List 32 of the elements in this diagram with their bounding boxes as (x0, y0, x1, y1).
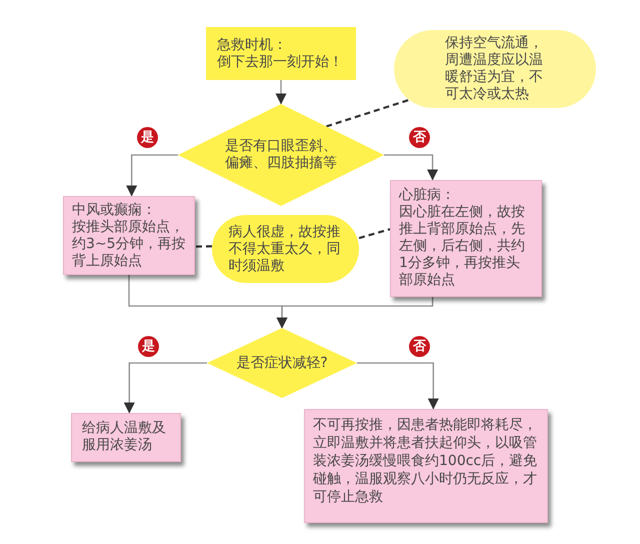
dashed-connector (194, 245, 212, 248)
box-heading: 急救时机： (217, 36, 287, 54)
box-text: 倒下去那一刻开始！ (217, 54, 343, 70)
note-text: 保持空气流通，周遭温度应以温暖舒适为宜，不可太冷或太热 (445, 35, 544, 103)
dashed-connector (326, 99, 408, 128)
arrow (124, 362, 207, 414)
note-text: 病人很虚，故按推不得太重太久，同时须温敷 (228, 224, 342, 274)
box-text: 不可再按推，因患者热能即将耗尽，立即温敷并将患者扶起仰头，以吸管装浓姜汤缓慢喂食约100cc后，避免碰触，温服观察八小时仍无反应，才可停止急救 (313, 416, 538, 506)
box-text: 给病人温敷及服用浓姜汤 (82, 420, 167, 454)
arrow (276, 80, 286, 104)
box-heading: 心脏病： (399, 187, 456, 204)
answer-label: 是 (138, 336, 159, 356)
answer-label: 否 (408, 336, 430, 356)
answer-label: 否 (409, 126, 430, 148)
answer-label: 是 (137, 126, 158, 148)
question-text: 是否症状减轻? (235, 354, 329, 372)
box-heading: 中风或癫痫： (72, 202, 157, 219)
question-text: 是否有口眼歪斜、偏瘫、四肢抽搐等 (224, 138, 338, 172)
process-box (71, 413, 181, 462)
box-text: 因心脏在左侧，故按推上背部原始点，先左侧，后右侧，共约1分多钟，再按推头部原始点 (399, 204, 526, 289)
decision-diamond (207, 328, 357, 398)
arrow (357, 362, 439, 410)
arrow (384, 154, 438, 180)
start-box (206, 27, 356, 80)
arrow (126, 154, 178, 196)
process-box (63, 196, 195, 275)
process-box (304, 409, 548, 523)
arrow (276, 297, 434, 328)
box-text: 按推头部原始点，约3~5分钟，再按背上原始点 (72, 219, 186, 270)
process-box (390, 180, 542, 297)
dashed-connector (358, 228, 390, 240)
decision-diamond (178, 104, 384, 206)
